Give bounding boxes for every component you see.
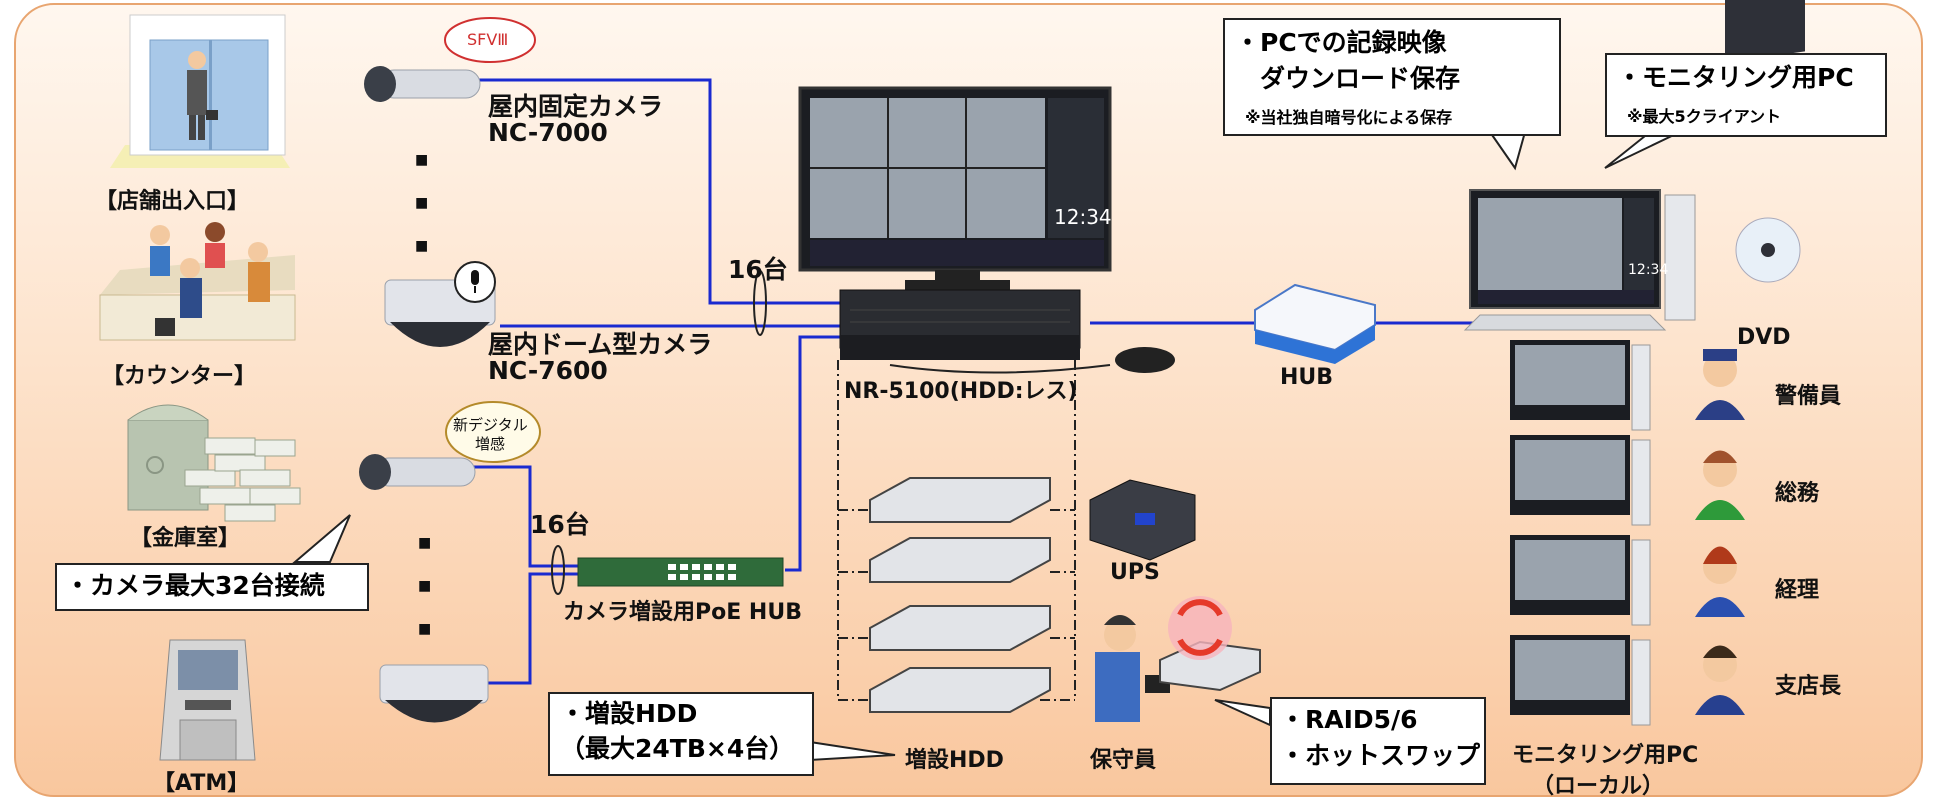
pc-monitor-time: 12:34 — [1628, 262, 1669, 278]
camera-ellipsis-dot: ■ — [418, 535, 432, 551]
callout-ext-hdd-line2: （最大24TB×4台） — [560, 734, 795, 763]
fixed-camera-2 — [359, 454, 476, 490]
network-cables — [445, 78, 1480, 685]
recorder-label: NR-5100(HDD:レス) — [844, 379, 1078, 404]
camera-ellipsis-dot: ■ — [415, 238, 429, 254]
dome-camera-model: NC-7600 — [488, 356, 608, 385]
local-pc-stack — [1510, 340, 1651, 726]
digital-badge-line1: 新デジタル — [453, 416, 528, 434]
callout-camera-max-text: ・カメラ最大32台接続 — [65, 571, 325, 600]
callout-raid-line2: ・ホットスワップ — [1280, 741, 1481, 770]
main-monitor — [798, 86, 1112, 290]
location-entrance-label: 【店舗出入口】 — [95, 189, 250, 214]
location-atm-label: 【ATM】 — [153, 771, 250, 796]
callout-ext-hdd-line1: ・増設HDD — [560, 699, 698, 728]
hdd-bracket — [837, 360, 1076, 701]
poe-hub-label: カメラ増設用PoE HUB — [563, 600, 802, 625]
callout-download-line1: ・PCでの記録映像 — [1235, 28, 1447, 57]
ext-hdd-stack — [869, 477, 1051, 713]
fixed-camera-1 — [364, 66, 481, 102]
callout-download-note: ※当社独自暗号化による保存 — [1245, 108, 1453, 127]
sfv-badge: SFVⅢ — [467, 30, 509, 49]
cable-bundle-ring — [753, 270, 767, 336]
callout-monitoring-pc-line1: ・モニタリング用PC — [1617, 63, 1854, 92]
cable-bundle-ring — [551, 545, 565, 595]
staff-avatars — [1695, 349, 1745, 715]
recorder-device — [839, 289, 1081, 360]
ups-label: UPS — [1110, 560, 1160, 585]
vault-illustration — [127, 404, 301, 522]
camera-ellipsis-dot: ■ — [418, 578, 432, 594]
callout-monitoring-pc-note: ※最大5クライアント — [1627, 107, 1782, 126]
digital-badge-shape — [445, 401, 541, 463]
callout-monitoring-pc: ・モニタリング用PC ※最大5クライアント — [1605, 53, 1887, 137]
callout-raid: ・RAID5/6 ・ホットスワップ — [1270, 697, 1486, 785]
callout-download: ・PCでの記録映像 ダウンロード保存 ※当社独自暗号化による保存 — [1223, 18, 1561, 136]
dome-camera-name: 屋内ドーム型カメラ — [488, 330, 713, 359]
callout-raid-line1: ・RAID5/6 — [1280, 705, 1418, 734]
camera-ellipsis-dot: ■ — [415, 152, 429, 168]
dome-camera-2 — [379, 664, 489, 723]
maintenance-illustration — [1095, 596, 1261, 722]
staff-accounting-label: 経理 — [1775, 578, 1820, 603]
monitoring-pc-main — [1463, 189, 1696, 331]
hub-device — [1254, 283, 1376, 364]
digital-badge-line2: 増感 — [475, 435, 506, 453]
camera-count-bottom: 16台 — [530, 510, 590, 539]
location-vault-label: 【金庫室】 — [130, 526, 241, 551]
fixed-camera-name: 屋内固定カメラ — [488, 92, 664, 121]
dvd-label: DVD — [1737, 325, 1791, 350]
entrance-illustration — [110, 14, 290, 168]
camera-count-top: 16台 — [728, 255, 788, 284]
poe-hub-device — [577, 557, 784, 587]
location-counter-label: 【カウンター】 — [102, 364, 257, 389]
local-pc-label-line1: モニタリング用PC — [1512, 743, 1699, 768]
ups-device — [1089, 479, 1196, 561]
staff-security-label: 警備員 — [1775, 384, 1842, 409]
mouse-device — [1115, 347, 1175, 373]
callout-ext-hdd: ・増設HDD （最大24TB×4台） — [548, 692, 814, 776]
staff-branch-manager-label: 支店長 — [1775, 674, 1842, 699]
maintenance-label: 保守員 — [1090, 748, 1157, 773]
camera-ellipsis-dot: ■ — [415, 195, 429, 211]
fixed-camera-model: NC-7000 — [488, 118, 608, 147]
local-pc-label-line2: （ローカル） — [1532, 774, 1665, 799]
counter-illustration — [99, 222, 296, 341]
atm-illustration — [159, 639, 256, 761]
hub-label: HUB — [1280, 365, 1334, 390]
callout-camera-max: ・カメラ最大32台接続 — [55, 563, 369, 611]
camera-ellipsis-dot: ■ — [418, 621, 432, 637]
ext-hdd-label: 増設HDD — [905, 748, 1004, 773]
callout-download-line2: ダウンロード保存 — [1260, 64, 1461, 93]
dvd-disc — [1725, 0, 1805, 283]
callout-tails — [292, 131, 1681, 762]
staff-general-affairs-label: 総務 — [1775, 481, 1820, 506]
monitor-time: 12:34 — [1054, 205, 1112, 229]
sfv-badge-shape — [444, 17, 536, 63]
